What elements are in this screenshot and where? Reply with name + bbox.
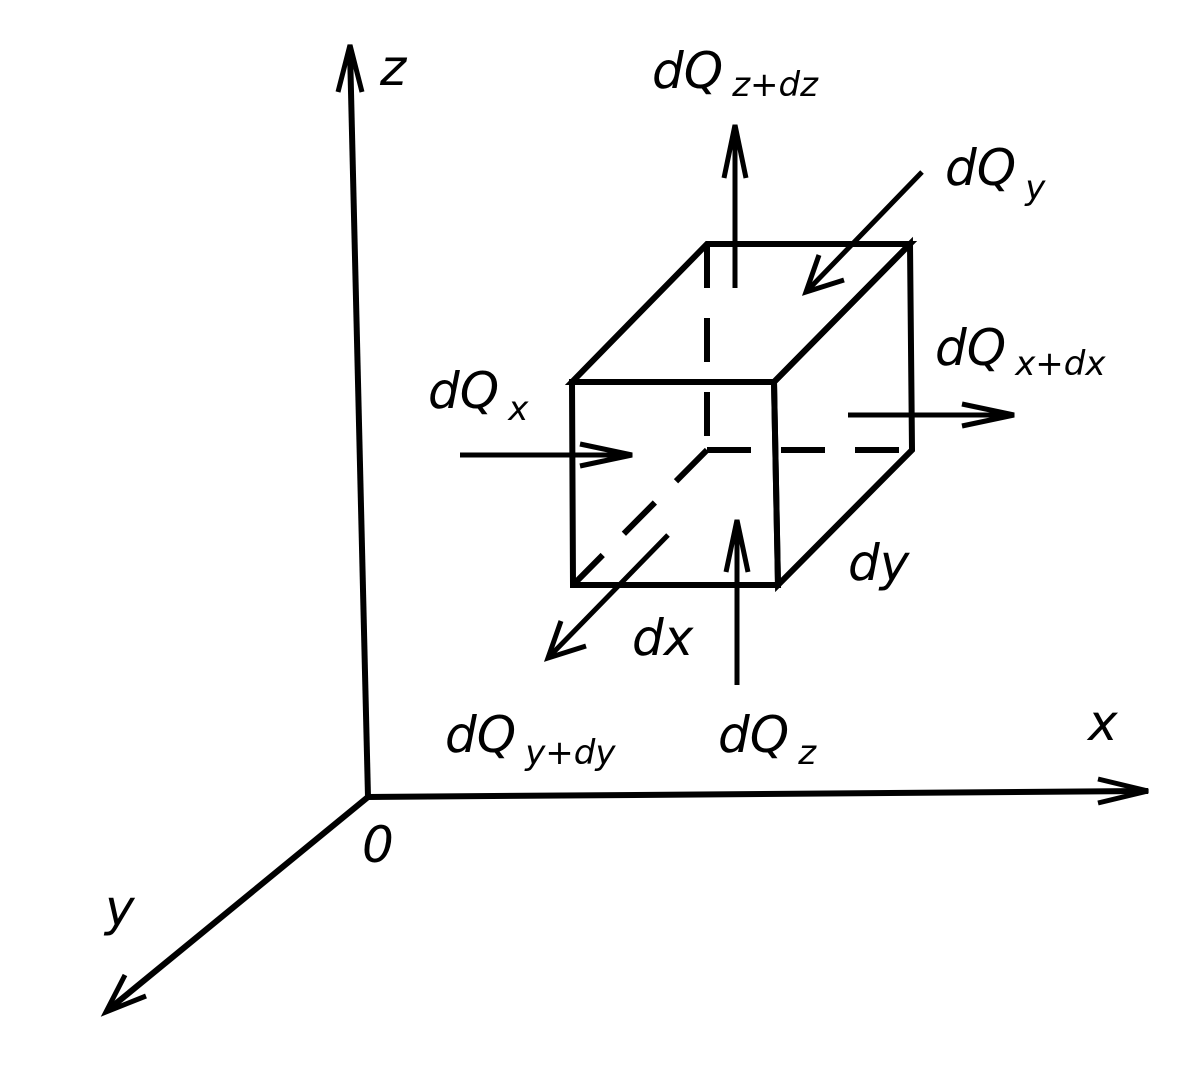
z-axis-label: z [379, 39, 408, 97]
flow-x-in-subscript: x [507, 389, 529, 429]
flow-z-in-subscript: z [797, 733, 817, 773]
cube-top-face [564, 241, 918, 385]
flow-x-in-main: dQ [428, 362, 499, 420]
flow-z-out-subscript: z+dz [731, 65, 819, 105]
flow-z-out-arrowhead [721, 124, 749, 179]
flow-x-out-label: dQ x+dx [935, 319, 1106, 384]
z-axis-arrowhead [335, 44, 365, 93]
flow-y-in-arrowhead [801, 254, 845, 296]
cube-front-face [568, 379, 782, 588]
flow-y-out-subscript: y+dy [524, 733, 616, 773]
flow-z-out-main: dQ [652, 42, 723, 100]
dimension-dy-label: dy [848, 534, 911, 592]
flow-z-in-main: dQ [718, 706, 789, 764]
flow-z-in-arrowhead [723, 519, 751, 573]
flow-y-in-arrow [804, 170, 924, 294]
heat-flow-arrows [460, 124, 1015, 685]
coordinate-axes [100, 44, 1149, 1017]
flow-z-in-label: dQ z [718, 706, 817, 773]
y-axis-arrowhead [100, 973, 147, 1017]
cube-hidden-depth-edge [570, 447, 710, 588]
flow-x-out-arrowhead [961, 401, 1015, 429]
origin-label: 0 [362, 816, 394, 874]
y-axis-label: y [103, 879, 136, 937]
flow-y-out-arrowhead [543, 620, 587, 662]
flow-y-in-label: dQ y [945, 139, 1046, 208]
elementary-cube [564, 236, 918, 593]
flow-y-out-arrow [546, 533, 670, 660]
flow-y-out-main: dQ [445, 706, 516, 764]
cube-right-face [770, 236, 916, 593]
flow-y-in-main: dQ [945, 139, 1016, 197]
flow-z-out-label: dQ z+dz [652, 42, 819, 105]
y-axis [106, 794, 370, 1013]
x-axis-label: x [1086, 694, 1118, 752]
x-axis [367, 788, 1149, 800]
flow-y-in-subscript: y [1024, 168, 1046, 208]
flow-y-out-label: dQ y+dy [445, 706, 616, 773]
flow-x-in-arrowhead [579, 441, 633, 469]
x-axis-arrowhead [1097, 776, 1149, 806]
flow-x-in-label: dQ x [428, 362, 529, 429]
dimension-dx-label: dx [632, 609, 694, 667]
flow-x-out-main: dQ [935, 319, 1006, 377]
flow-x-out-subscript: x+dx [1014, 344, 1106, 384]
z-axis [347, 49, 371, 798]
